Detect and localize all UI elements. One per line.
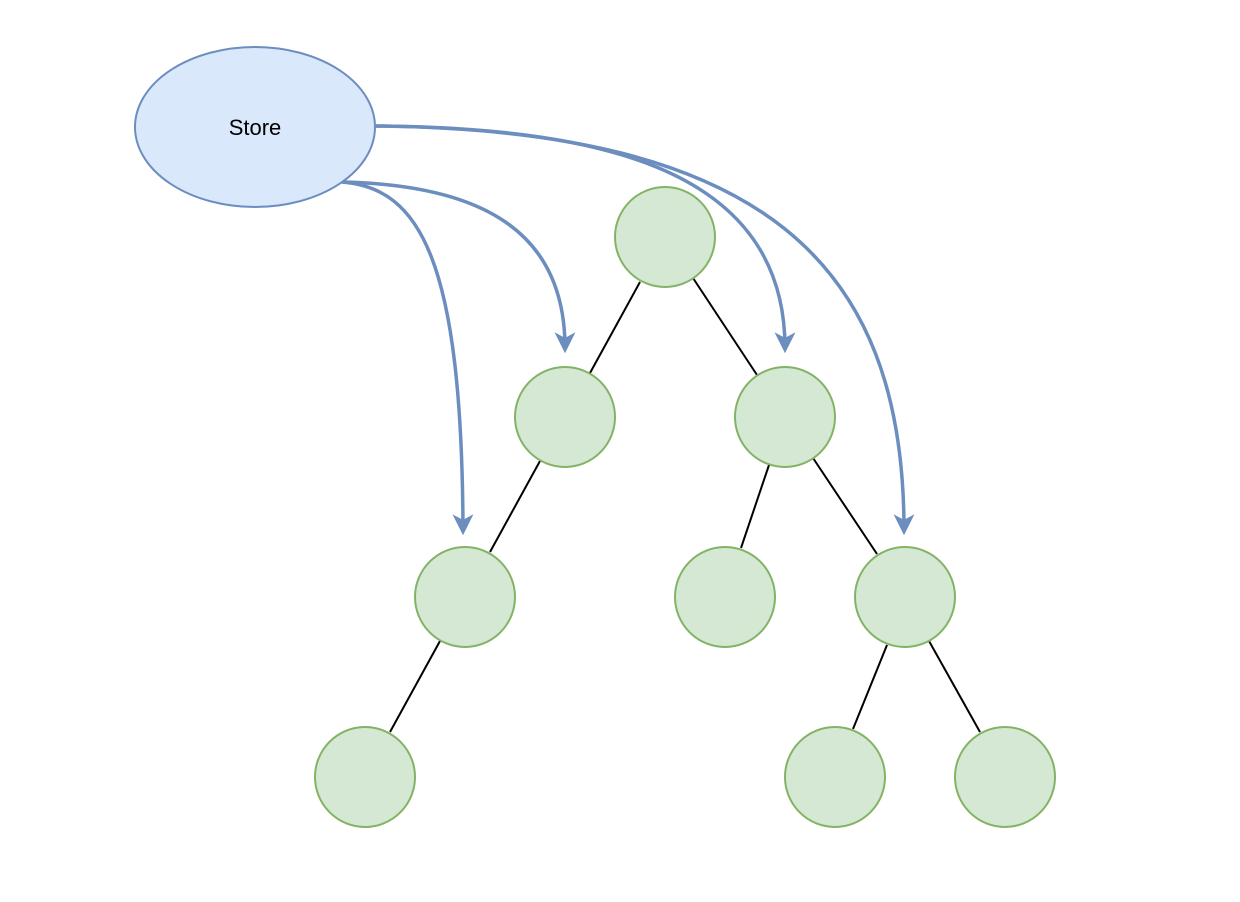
tree-node-level2-middle[interactable] [674, 546, 776, 648]
store-arrow-to-level1-left [341, 180, 576, 354]
store-node[interactable]: Store [134, 46, 376, 208]
store-ellipse[interactable] [134, 46, 376, 208]
tree-edge-root-left [589, 281, 641, 374]
store-label: Store [229, 115, 282, 140]
tree-edge-root-right [692, 277, 758, 376]
tree-edges [389, 277, 981, 733]
tree-node-level2-right[interactable] [854, 546, 956, 648]
tree-node-level3-middle[interactable] [784, 726, 886, 828]
tree-node-level1-left[interactable] [514, 366, 616, 468]
store-arrows [341, 124, 915, 536]
tree-edge-rightchild-leaf-left [852, 644, 888, 730]
store-arrow-to-level2-left [341, 180, 474, 536]
tree-edge-left-child [489, 460, 541, 553]
tree-node-level2-left[interactable] [414, 546, 516, 648]
tree-node-level1-right[interactable] [734, 366, 836, 468]
tree-edge-right-rightchild [812, 457, 878, 555]
store-arrow-to-level2-right [375, 124, 915, 536]
store-arrow-to-level1-right [375, 124, 796, 354]
tree-edge-right-leftleaf [740, 464, 770, 549]
tree-edge-rightchild-leaf-right [928, 640, 981, 733]
tree-node-level3-right[interactable] [954, 726, 1056, 828]
tree-node-level3-left[interactable] [314, 726, 416, 828]
tree-nodes [314, 186, 1056, 828]
tree-edge-leftchild-leaf [389, 640, 441, 733]
tree-node-root[interactable] [614, 186, 716, 288]
